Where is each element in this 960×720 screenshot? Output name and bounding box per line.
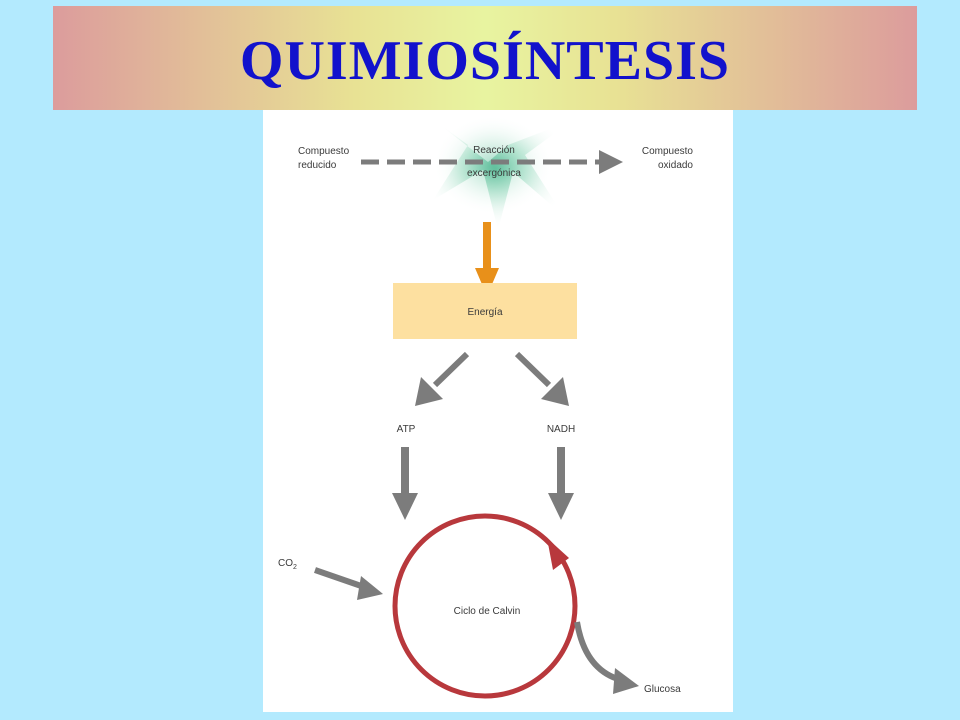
energy-arrow: [475, 222, 499, 296]
energy-label: Energía: [467, 307, 502, 318]
co2-arrow: [314, 567, 383, 600]
reaction-label-line2: excergónica: [467, 168, 521, 179]
oxidation-dashed-arrow: [361, 150, 623, 174]
atp-label: ATP: [397, 424, 416, 435]
atp-down-arrow: [392, 447, 418, 520]
calvin-cycle-arrowhead: [547, 538, 569, 570]
calvin-cycle-circle: [392, 513, 578, 699]
glucose-label: Glucosa: [644, 684, 681, 695]
arrow-to-atp: [415, 351, 470, 406]
reduced-compound-label-line1: Compuesto: [298, 146, 350, 157]
page-title: QUIMIOSÍNTESIS: [239, 30, 731, 92]
glucose-arrow: [574, 621, 639, 694]
chemosynthesis-diagram: Compuesto reducido Reacción excergónica …: [278, 108, 694, 699]
oxidized-compound-label-line1: Compuesto: [642, 146, 694, 157]
co2-label: CO2: [278, 558, 297, 571]
reaction-label-line1: Reacción: [473, 145, 515, 156]
energy-box: [393, 283, 577, 339]
reaction-glow: [418, 108, 573, 230]
diagram-panel: Compuesto reducido Reacción excergónica …: [263, 108, 733, 712]
oxidized-compound-label-line2: oxidado: [658, 160, 693, 171]
nadh-label: NADH: [547, 424, 575, 435]
reduced-compound-label-line2: reducido: [298, 160, 337, 171]
arrow-to-nadh: [514, 351, 569, 406]
title-banner: QUIMIOSÍNTESIS: [53, 6, 917, 110]
nadh-down-arrow: [548, 447, 574, 520]
calvin-cycle-label: Ciclo de Calvin: [454, 606, 521, 617]
